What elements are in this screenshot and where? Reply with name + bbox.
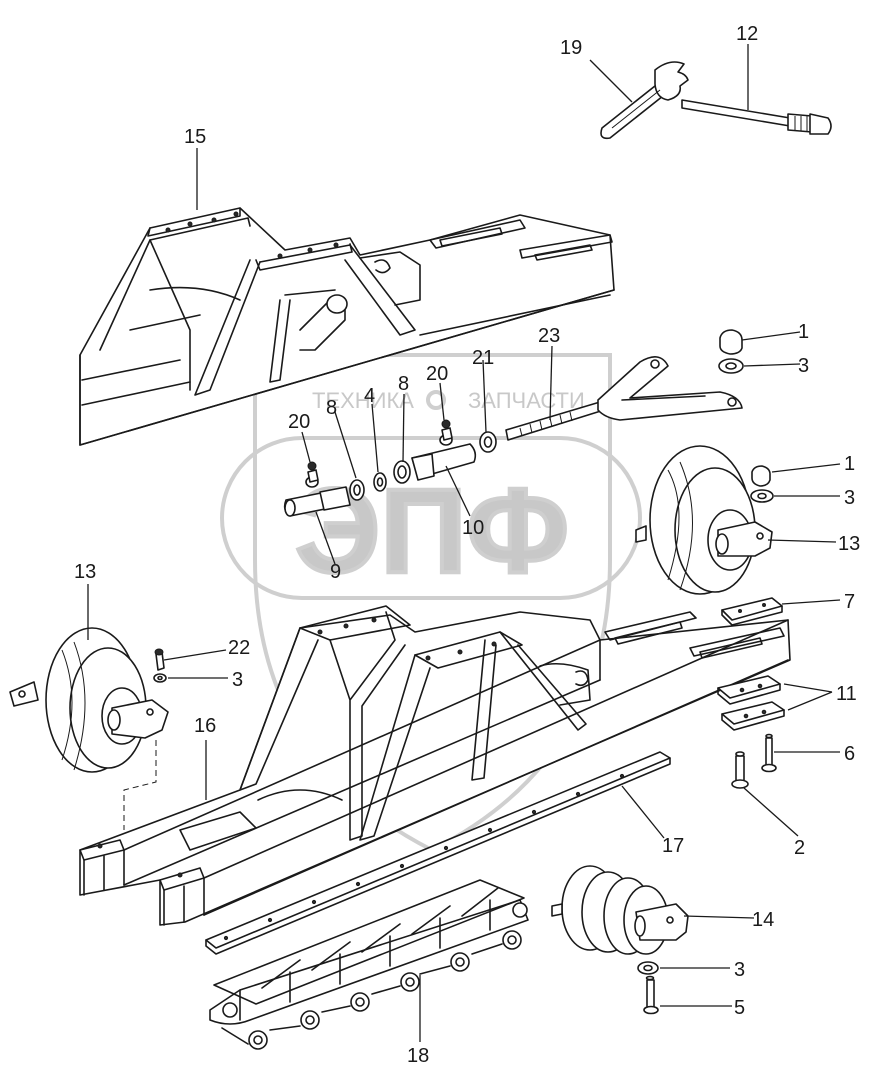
wrench-part-19 — [600, 61, 689, 140]
plates-part-11 — [717, 675, 785, 731]
callout-8-right: 8 — [398, 373, 409, 395]
callout-13-right: 13 — [838, 533, 860, 555]
grease-rod-part-12 — [681, 99, 832, 135]
callout-16: 16 — [194, 715, 216, 737]
callout-labels: 19 12 15 1 3 23 21 20 8 4 8 20 10 9 1 3 … — [74, 23, 860, 1067]
callout-10: 10 — [462, 517, 484, 539]
callout-8-left: 8 — [326, 397, 337, 419]
watermark-text-right: ЗАПЧАСТИ — [468, 388, 585, 413]
watermark: ТЕХНИКА ЗАПЧАСТИ ЭПФ — [220, 353, 642, 853]
watermark-text-left: ТЕХНИКА — [312, 388, 414, 413]
nut-and-washer-parts-1-3-right — [750, 465, 774, 503]
track-chain-part-18 — [209, 879, 529, 1050]
callout-23: 23 — [538, 325, 560, 347]
callout-11: 11 — [836, 683, 857, 705]
callout-1-right: 1 — [844, 453, 855, 475]
callout-20-left: 20 — [288, 411, 310, 433]
callout-22: 22 — [228, 637, 250, 659]
callout-3-left: 3 — [232, 669, 243, 691]
callout-15: 15 — [184, 126, 206, 148]
callout-20-right: 20 — [426, 363, 448, 385]
washer-bolt-parts-3-5 — [637, 961, 659, 1015]
callout-4: 4 — [364, 385, 375, 407]
tension-yoke-part-23 — [505, 356, 743, 441]
track-roller-part-14 — [551, 865, 689, 955]
callout-14: 14 — [752, 909, 774, 931]
bolts-parts-2-6 — [731, 733, 777, 789]
lower-frame-part-16 — [79, 605, 791, 926]
leader-lines — [87, 44, 841, 1042]
callout-17: 17 — [662, 835, 684, 857]
callout-13-left: 13 — [74, 561, 96, 583]
callout-7: 7 — [844, 591, 855, 613]
plate-part-7 — [721, 597, 783, 626]
nut-and-washer-parts-1-3-upper — [718, 329, 744, 374]
watermark-big-text: ЭПФ — [295, 464, 569, 598]
callout-3-right: 3 — [844, 487, 855, 509]
bolt-washer-parts-22-3 — [153, 648, 167, 683]
callout-9: 9 — [330, 561, 341, 583]
idler-wheel-part-13-right — [635, 445, 773, 595]
callout-18: 18 — [407, 1045, 429, 1067]
callout-3-bottom: 3 — [734, 959, 745, 981]
idler-wheel-part-13-left — [9, 627, 169, 773]
callout-6: 6 — [844, 743, 855, 765]
callout-19: 19 — [560, 37, 582, 59]
callout-21: 21 — [472, 347, 494, 369]
upper-frame-part-15 — [79, 207, 615, 446]
callout-5: 5 — [734, 997, 745, 1019]
tensioner-assembly-parts-4-8-9-10-20-21 — [283, 419, 497, 517]
callout-1-upper: 1 — [798, 321, 809, 343]
callout-12: 12 — [736, 23, 758, 45]
callout-2: 2 — [794, 837, 805, 859]
callout-3-upper: 3 — [798, 355, 809, 377]
dashed-guide-line — [123, 740, 157, 830]
guard-strip-part-17 — [205, 751, 671, 955]
